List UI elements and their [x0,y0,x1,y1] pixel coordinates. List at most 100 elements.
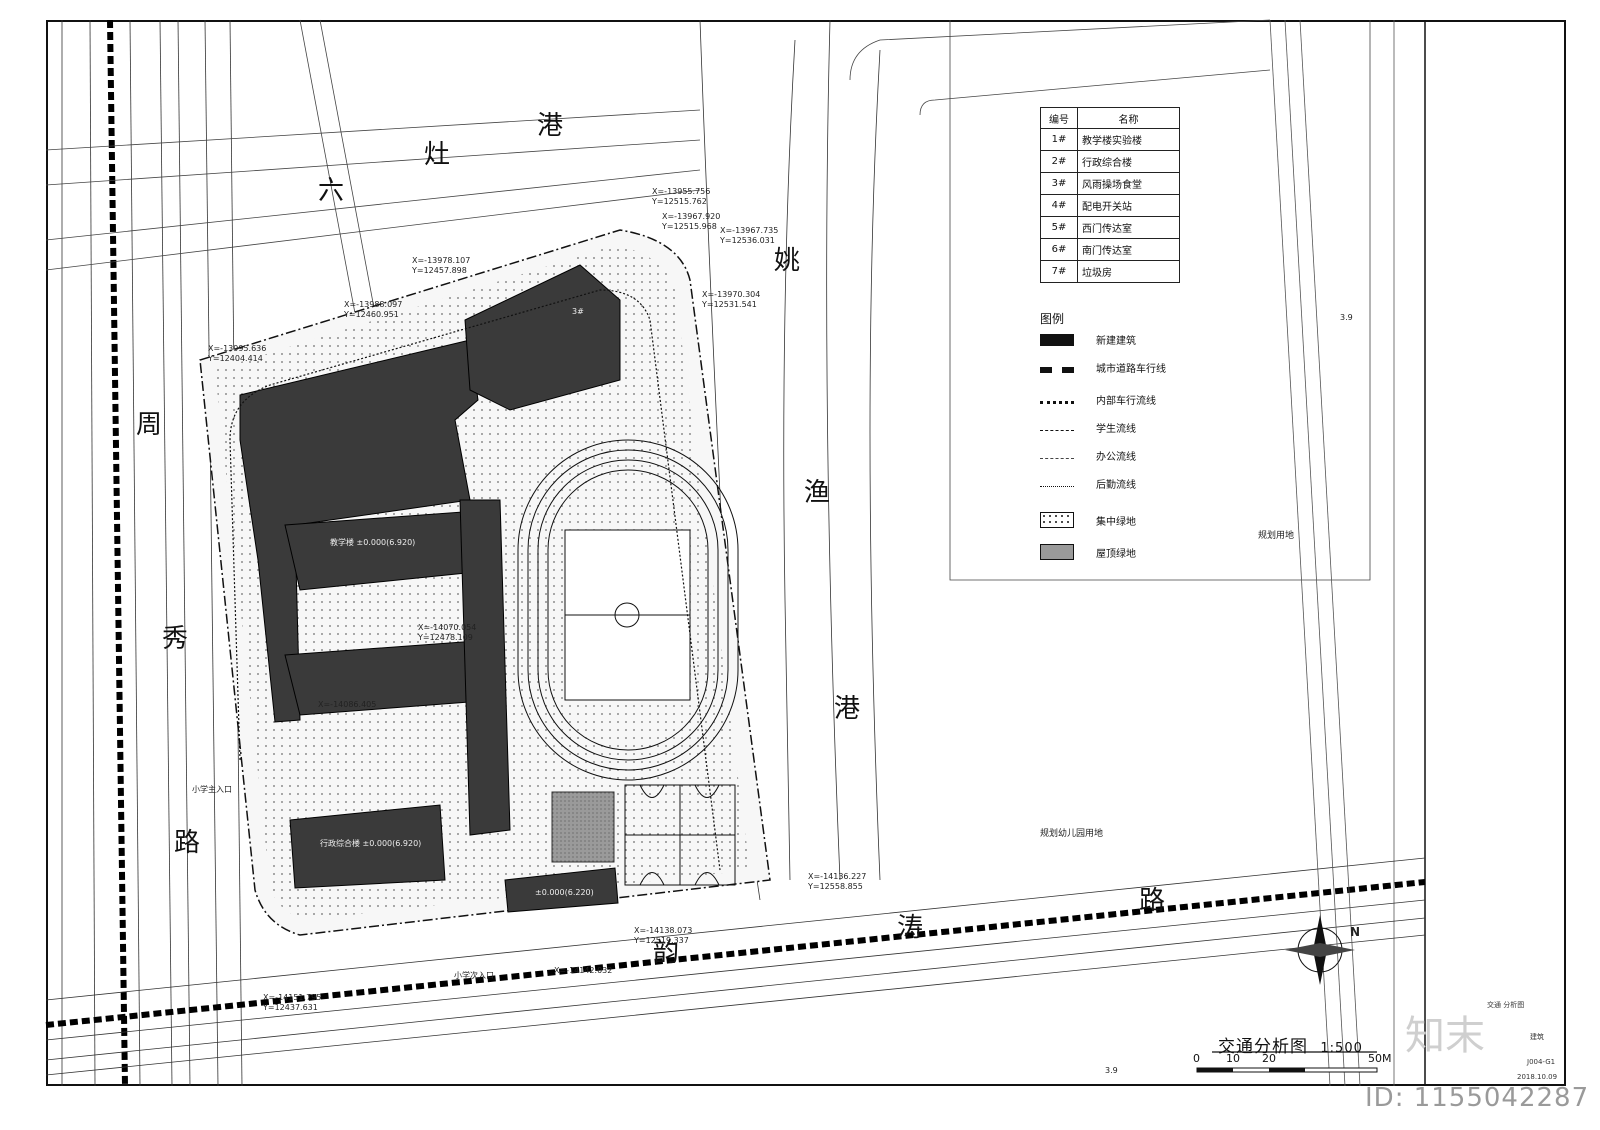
south-road-label-1: 韵 [653,938,680,968]
legend-item: 后勤流线 [1040,476,1136,491]
west-road-label-3: 路 [174,828,201,858]
basketball-courts [624,784,736,886]
east-river-lines [699,19,881,901]
west-city-road-dashed [107,19,128,1087]
table-row: 3#风雨操场食堂 [1040,172,1180,195]
coord-text: X=-13988.097 [344,300,403,309]
legend-item: 内部车行流线 [1040,392,1156,407]
table-header: 编号 [1040,107,1078,129]
legend-label: 城市道路车行线 [1096,364,1166,375]
title-block-text: 交通 分析图 [1487,1001,1525,1009]
scale-bar [1196,1067,1378,1073]
table-cell: 2# [1040,150,1078,173]
internal-vehicle-route [229,289,721,871]
elevation-label: 3.9 [1105,1066,1118,1075]
west-road-lines [61,19,243,1087]
table-cell: 教学楼实验楼 [1077,128,1180,151]
coord-text: X=-13995.636 [208,344,267,353]
legend-swatch-solid [1040,333,1074,346]
table-cell: 风雨操场食堂 [1077,172,1180,195]
legend-item: 集中绿地 [1040,512,1136,528]
kindergarten-land-label: 规划幼儿园用地 [1040,829,1104,839]
river-label-3: 港 [537,111,564,141]
south-road-lines [45,857,1426,1076]
gate-label: 小学主入口 [192,785,232,794]
legend-swatch-thickdash [1040,366,1074,373]
coord-text: X=-14086.405 [318,700,377,709]
coord-text: Y=12531.541 [702,300,757,309]
planned-land-label: 规划用地 [1258,531,1295,541]
table-cell: 行政综合楼 [1077,150,1180,173]
coord-text: Y=12457.898 [412,266,467,275]
east-river-label-2: 渔 [804,478,831,508]
building-4-label: ±0.000(6.220) [535,888,594,897]
legend-swatch-fine [1040,486,1074,487]
title-block-text: J004-G1 [1527,1058,1556,1066]
table-cell: 南门传达室 [1077,238,1180,261]
planned-land-block [949,20,1371,581]
drawing-title-text: 交通分析图 [1218,1037,1308,1057]
coord-text: Y=12515.762 [652,197,707,206]
north-label: N [1350,925,1361,939]
coord-text: X=-13978.107 [412,256,471,265]
table-header: 名称 [1077,107,1180,129]
legend-label: 内部车行流线 [1096,396,1156,407]
table-row: 4#配电开关站 [1040,194,1180,217]
legend-label: 新建建筑 [1096,336,1136,347]
legend-label: 后勤流线 [1096,480,1136,491]
table-cell: 3# [1040,172,1078,195]
table-row: 7#垃圾房 [1040,260,1180,283]
drawing-scale: 1:500 [1320,1041,1363,1056]
coord-text: X=-14136.227 [808,872,867,881]
east-river-label-3: 港 [834,694,861,724]
coord-text: Y=12536.031 [720,236,775,245]
legend-item: 新建建筑 [1040,332,1136,347]
coord-text: Y=12515.968 [662,222,717,231]
drawing-title: 交通分析图 1:500 [1218,1032,1363,1057]
building-number-table: 编号 名称 1#教学楼实验楼 2#行政综合楼 3#风雨操场食堂 4#配电开关站 … [1040,107,1180,283]
scale-tick: 50M [1368,1052,1392,1065]
coord-text: Y=12478.109 [418,633,473,642]
north-arrow [1285,915,1355,985]
coord-text: X=-14070.054 [418,623,477,632]
coord-text: Y=12519.337 [634,936,689,945]
east-river-label-1: 姚 [774,246,801,276]
west-road-label-1: 周 [136,410,163,440]
table-row: 1#教学楼实验楼 [1040,128,1180,151]
legend-swatch-gray [1040,544,1074,560]
gate-label: 小学次入口 [454,971,494,980]
legend-title: 图例 [1040,312,1065,326]
building-1-label: 教学楼 ±0.000(6.920) [330,538,416,547]
south-road-label-2: 涛 [897,913,924,943]
south-road-label-3: 路 [1139,886,1166,916]
coord-text: X=-13967.735 [720,226,779,235]
table-cell: 5# [1040,216,1078,239]
title-block-text: 建筑 [1530,1033,1544,1041]
west-road-label-2: 秀 [162,624,189,654]
table-row: 2#行政综合楼 [1040,150,1180,173]
north-river-lines [45,19,701,341]
legend-item: 屋顶绿地 [1040,544,1136,560]
roof-green [551,791,615,863]
coord-text: X=-13955.756 [652,187,711,196]
table-row: 5#西门传达室 [1040,216,1180,239]
building-3-label: 3# [572,307,584,316]
coord-text: X=-13967.920 [662,212,721,221]
coord-text: Y=12558.855 [808,882,863,891]
legend-swatch-dashdot [1040,458,1074,459]
coord-text: Y=12437.631 [263,1003,318,1012]
coord-text: X=-13970.304 [702,290,761,299]
buildings [239,264,621,913]
table-cell: 配电开关站 [1077,194,1180,217]
legend-label: 学生流线 [1096,424,1136,435]
building-2-label: 行政综合楼 ±0.000(6.920) [320,839,422,848]
legend-swatch-dotted [1040,400,1074,404]
legend-item: 学生流线 [1040,420,1136,435]
coord-text: X=-14151.795 [263,993,322,1002]
coord-text: Y=12404.414 [208,354,263,363]
river-label-1: 六 [318,176,345,206]
scale-tick: 0 [1193,1052,1200,1065]
table-cell: 西门传达室 [1077,216,1180,239]
legend-item: 城市道路车行线 [1040,360,1166,375]
